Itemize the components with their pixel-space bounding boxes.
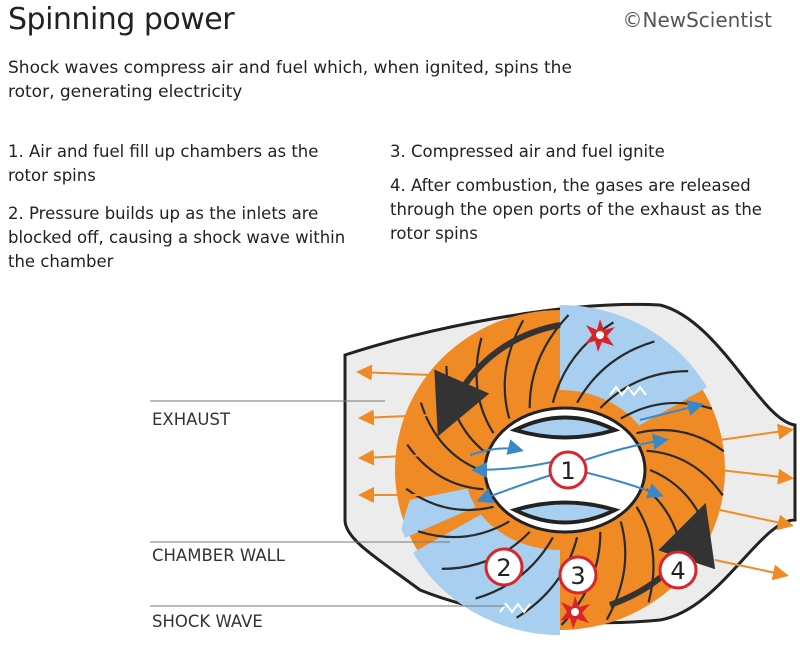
ignition-spark-top bbox=[585, 319, 615, 352]
chamber-wall-line bbox=[417, 520, 510, 539]
chamber-wall-line bbox=[551, 321, 614, 403]
chamber-wall-line bbox=[516, 537, 579, 619]
page-title: Spinning power bbox=[8, 2, 235, 37]
chamber-wall-line bbox=[646, 449, 724, 497]
hub-bottom-cap bbox=[509, 500, 621, 525]
marker-1: 1 bbox=[548, 450, 588, 490]
chamber-wall-line bbox=[635, 506, 655, 603]
step-2-text: 2. Pressure builds up as the inlets are … bbox=[8, 204, 346, 271]
chamber-wall-line bbox=[528, 314, 570, 409]
exhaust-label: EXHAUST bbox=[152, 410, 231, 429]
chamber-wall-line bbox=[636, 428, 725, 453]
marker-2-label: 2 bbox=[496, 554, 511, 582]
chamber-wall-line bbox=[605, 521, 627, 621]
ignition-spark-bottom bbox=[560, 596, 590, 629]
chamber-wall-line bbox=[503, 319, 525, 419]
step-1-text: 1. Air and fuel fill up chambers as the … bbox=[8, 142, 319, 185]
chamber-wall-label: CHAMBER WALL bbox=[152, 546, 285, 565]
chamber-wall-line bbox=[599, 370, 689, 409]
hub-top-cap bbox=[509, 415, 621, 440]
marker-3: 3 bbox=[558, 555, 598, 595]
chamber-walls bbox=[405, 314, 725, 626]
marker-4: 4 bbox=[658, 550, 698, 590]
step-4-text: 4. After combustion, the gases are relea… bbox=[390, 176, 762, 243]
exhaust-arrows-right bbox=[714, 423, 794, 581]
chamber-wall-line bbox=[406, 443, 484, 491]
shock-wave-label: SHOCK WAVE bbox=[152, 612, 263, 631]
brand-logo: ©NewScientist bbox=[622, 8, 772, 32]
chamber-wall-line bbox=[576, 340, 655, 404]
marker-1-label: 1 bbox=[560, 457, 575, 485]
marker-3-label: 3 bbox=[570, 562, 585, 590]
subtitle: Shock waves compress air and fuel which,… bbox=[8, 58, 572, 102]
shock-wave-bottom bbox=[499, 602, 531, 614]
marker-2: 2 bbox=[484, 547, 524, 587]
marker-4-label: 4 bbox=[670, 557, 685, 585]
shock-wave-top bbox=[609, 385, 647, 397]
step-3-text: 3. Compressed air and fuel ignite bbox=[390, 142, 665, 161]
rotation-arrow-top bbox=[434, 322, 561, 437]
exhaust-arrows-left bbox=[356, 364, 431, 503]
